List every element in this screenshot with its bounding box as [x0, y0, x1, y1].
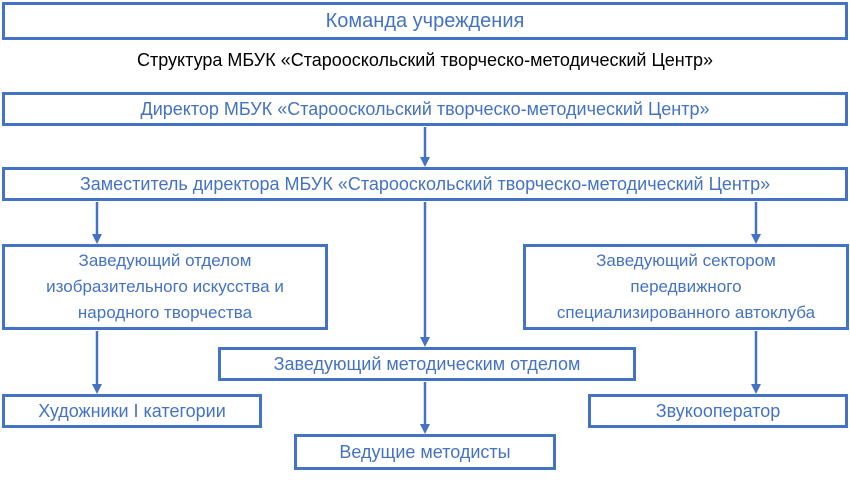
node-director: Директор МБУК «Старооскольский творческо…: [2, 92, 848, 126]
node-deputy: Заместитель директора МБУК «Старооскольс…: [2, 167, 848, 201]
node-head-method-label: Заведующий методическим отделом: [273, 353, 581, 374]
node-head-autoclub-line-1: Заведующий сектором: [596, 251, 776, 270]
structure-heading: Структура МБУК «Старооскольский творческ…: [137, 50, 713, 70]
node-head-art-line-2: изобразительного искусства и: [46, 277, 284, 296]
page-title-box: Команда учреждения: [2, 2, 848, 40]
node-methodists-label: Ведущие методисты: [339, 441, 511, 462]
node-sound-label: Звукооператор: [655, 400, 781, 421]
node-artists: Художники I категории: [2, 394, 262, 428]
node-head-method: Заведующий методическим отделом: [218, 347, 636, 381]
node-director-label: Директор МБУК «Старооскольский творческо…: [140, 98, 710, 119]
node-head-autoclub: Заведующий сектором передвижного специал…: [523, 244, 849, 330]
node-head-autoclub-line-2: передвижного: [630, 277, 742, 296]
node-methodists: Ведущие методисты: [294, 434, 556, 470]
node-deputy-label: Заместитель директора МБУК «Старооскольс…: [79, 173, 771, 194]
page-title: Команда учреждения: [325, 9, 525, 32]
node-head-art-line-1: Заведующий отделом: [78, 251, 252, 270]
node-head-art: Заведующий отделом изобразительного иску…: [2, 244, 328, 330]
node-head-art-line-3: народного творчества: [77, 303, 253, 322]
node-head-autoclub-line-3: специализированного автоклуба: [556, 303, 816, 322]
node-sound: Звукооператор: [588, 394, 848, 428]
node-artists-label: Художники I категории: [38, 400, 226, 421]
